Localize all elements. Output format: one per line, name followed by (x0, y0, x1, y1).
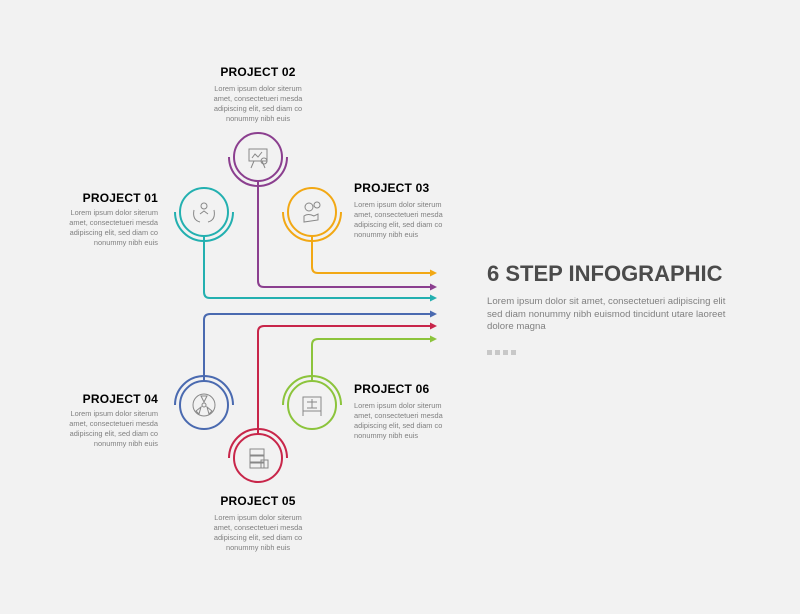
hand-gears-icon (303, 201, 321, 223)
radiation-icon (192, 393, 216, 417)
step-1-arc (174, 211, 234, 242)
step-2-arc (228, 156, 288, 187)
step-1-description: Lorem ipsum dolor siterum amet, consecte… (69, 208, 158, 247)
arrow-head-icon (430, 283, 437, 291)
step-1-label: PROJECT 01 (82, 191, 158, 205)
step-5-arc (228, 428, 288, 459)
step-3-circle (287, 187, 337, 237)
step-2-label: PROJECT 02 (220, 65, 296, 79)
step-6-node (282, 335, 437, 430)
step-4-circle (179, 380, 229, 430)
step-6-arc (282, 375, 342, 406)
arrow-head-icon (430, 294, 437, 302)
step-1-circle (179, 187, 229, 237)
step-6-label: PROJECT 06 (354, 382, 430, 396)
arrow-head-icon (430, 335, 437, 343)
arrow-head-icon (430, 310, 437, 318)
blueprint-board-icon (302, 396, 322, 416)
step-5-description: Lorem ipsum dolor siterum amet, consecte… (213, 513, 303, 552)
hands-people-icon (193, 202, 215, 223)
step-3-label: PROJECT 03 (354, 181, 430, 195)
step-2-node (228, 132, 437, 291)
infographic-subtitle: Lorem ipsum dolor sit amet, consectetuer… (487, 296, 726, 332)
step-4-connector (203, 313, 431, 381)
arrow-head-icon (430, 322, 437, 330)
step-1-node (174, 187, 437, 302)
server-database-icon (249, 448, 269, 469)
presentation-board-icon (248, 148, 268, 169)
pagination-dots (487, 342, 519, 360)
step-2-connector (257, 181, 431, 288)
step-3-connector (311, 236, 431, 274)
step-3-arc (282, 211, 342, 242)
step-4-node (174, 310, 437, 430)
arrow-head-icon (430, 269, 437, 277)
step-5-label: PROJECT 05 (220, 494, 296, 508)
step-6-connector (311, 338, 431, 381)
step-4-description: Lorem ipsum dolor siterum amet, consecte… (69, 409, 158, 448)
step-4-label: PROJECT 04 (82, 392, 158, 406)
step-2-description: Lorem ipsum dolor siterum amet, consecte… (213, 84, 303, 123)
step-3-node (282, 187, 437, 277)
step-3-description: Lorem ipsum dolor siterum amet, consecte… (354, 200, 443, 239)
step-6-description: Lorem ipsum dolor siterum amet, consecte… (354, 401, 443, 440)
step-5-node (228, 322, 437, 483)
step-5-circle (233, 433, 283, 483)
step-1-connector (203, 236, 431, 299)
step-5-connector (257, 325, 431, 434)
step-4-arc (174, 375, 234, 406)
infographic-title: 6 STEP INFOGRAPHIC (487, 261, 723, 286)
